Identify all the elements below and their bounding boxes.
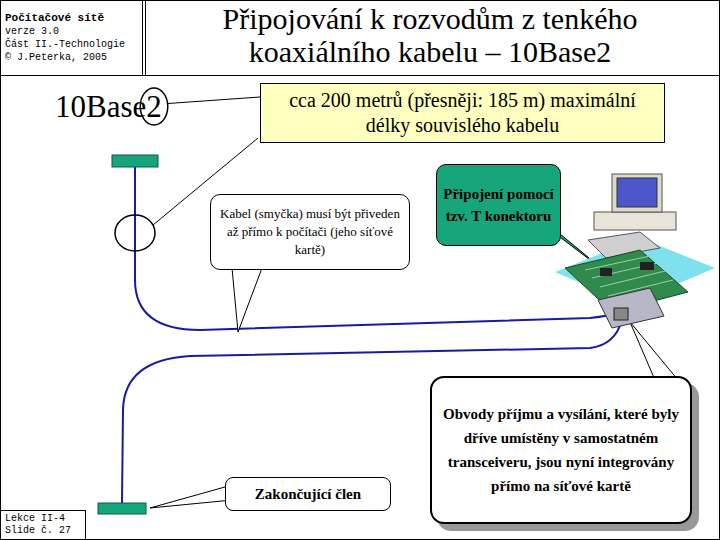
speech-bubble: Připojení pomocí tzv. T konektoru xyxy=(436,164,561,246)
coax-cable xyxy=(135,167,618,330)
terminator xyxy=(112,155,158,167)
node-text: Kabel (smyčka) musí být přiveden až přím… xyxy=(219,205,401,259)
computer-illustration xyxy=(555,174,715,328)
node-text: Obvody příjmu a vysílání, které byly dří… xyxy=(440,402,682,498)
course-box: Počítačové sítěverze 3.0Část II.-Technol… xyxy=(0,0,143,76)
node-text: © J.Peterka, 2005 xyxy=(5,51,138,64)
pc-case xyxy=(594,212,676,230)
callout-tail xyxy=(630,322,678,380)
marker-ellipse xyxy=(115,215,155,251)
callout-tail xyxy=(150,485,232,508)
node-text: Část II.-Technologie xyxy=(5,38,138,51)
chip xyxy=(640,262,654,270)
network-card xyxy=(598,288,664,328)
node-text: Počítačové sítě xyxy=(5,12,138,25)
chip xyxy=(600,268,612,276)
t-connector xyxy=(614,308,628,320)
callout-box: Zakončující člen xyxy=(225,477,391,511)
node-text: Lekce II-4 xyxy=(5,513,81,525)
callout-box: Obvody příjmu a vysílání, které byly dří… xyxy=(430,376,692,524)
node-text: verze 3.0 xyxy=(5,25,138,38)
node-text: Připojení pomocí tzv. T konektoru xyxy=(443,183,554,227)
callout-tail xyxy=(232,268,262,332)
slide-title: Připojování k rozvodům z tenkého koaxiál… xyxy=(150,2,710,68)
node-text: Zakončující člen xyxy=(232,483,384,505)
monitor xyxy=(612,174,662,212)
leader-line xyxy=(168,97,260,104)
screen xyxy=(617,178,657,207)
speech-bubble: Kabel (smyčka) musí být přiveden až přím… xyxy=(210,194,410,270)
title-frame xyxy=(146,1,720,76)
node-text: Slide č. 27 xyxy=(5,525,81,537)
note-box: cca 200 metrů (přesněji: 185 m) maximáln… xyxy=(260,83,665,143)
node-text: cca 200 metrů (přesněji: 185 m) maximáln… xyxy=(269,88,656,138)
standard-label: 10Base2 xyxy=(55,89,162,125)
slide-number-box: Lekce II-4Slide č. 27 xyxy=(0,510,86,540)
terminator xyxy=(98,503,146,514)
